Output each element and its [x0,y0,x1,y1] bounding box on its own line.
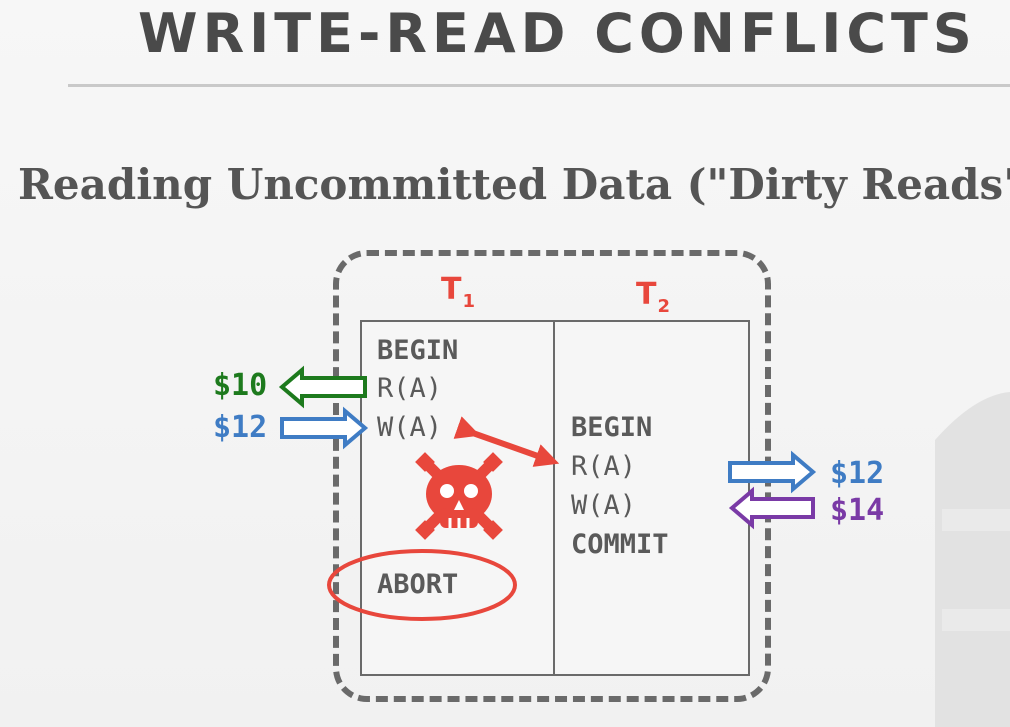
t1-write-value: $12 [213,410,268,445]
column-divider [553,320,555,676]
t1-op-begin: BEGIN [377,335,459,366]
t1-header-letter: T [441,272,462,307]
t1-op-read: R(A) [377,373,443,404]
t2-write-arrow-icon [728,486,815,530]
schedule-table [360,320,750,676]
t2-read-arrow-icon [728,450,817,494]
t1-read-value: $10 [213,368,268,403]
title-divider [68,84,1010,87]
t2-op-commit: COMMIT [571,529,669,560]
t1-read-arrow-icon [278,365,367,409]
t1-write-arrow-icon [280,406,369,450]
t2-header-subscript: 2 [657,296,670,317]
t2-op-begin: BEGIN [571,412,653,443]
t2-write-value: $14 [830,493,885,528]
t1-op-write: W(A) [377,412,443,443]
t2-op-read: R(A) [571,451,637,482]
t1-header-subscript: 1 [462,291,475,312]
t1-op-abort: ABORT [377,569,459,600]
t1-header: T1 [441,272,475,312]
t2-op-write: W(A) [571,490,637,521]
skull-crossbones-icon [415,452,503,540]
t2-read-value: $12 [830,456,885,491]
conflict-double-arrow-icon [453,416,560,467]
t2-header: T2 [636,277,670,317]
slide-subtitle: Reading Uncommitted Data ("Dirty Reads") [18,160,1010,209]
abort-highlight-ellipse [327,549,517,621]
slide-title: WRITE-READ CONFLICTS [138,2,977,65]
t2-header-letter: T [636,277,657,312]
